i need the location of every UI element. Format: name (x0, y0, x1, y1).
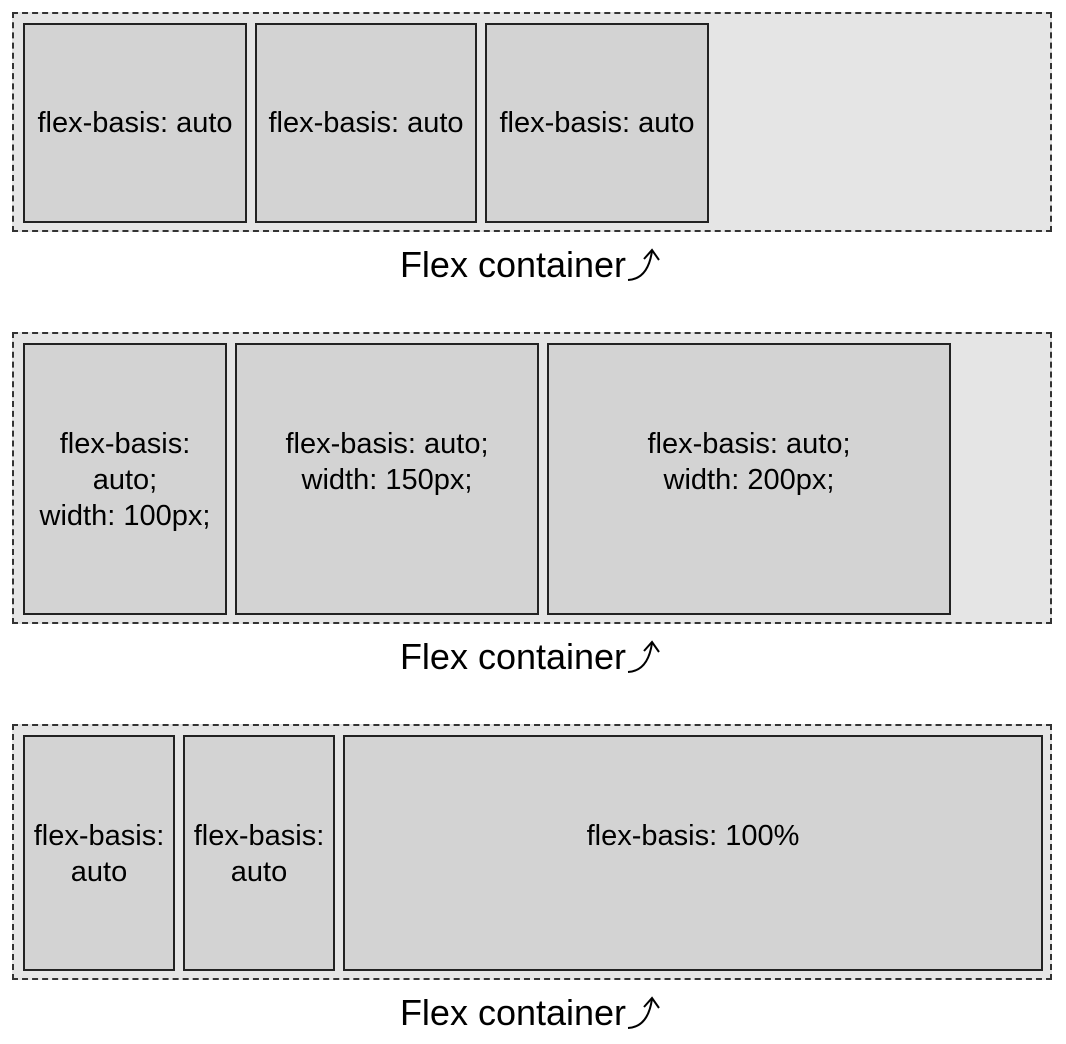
curved-arrow-icon (627, 640, 660, 673)
flex-item: flex-basis: auto (485, 23, 709, 223)
caption-label: Flex container (399, 992, 627, 1033)
caption-flex-container-1: Flex container (0, 245, 1066, 285)
caption-label: Flex container (399, 636, 627, 677)
caption-label: Flex container (399, 244, 627, 285)
flex-item: flex-basis: auto; width: 200px; (547, 343, 951, 615)
flex-container-1: flex-basis: auto flex-basis: auto flex-b… (12, 12, 1052, 232)
flex-item: flex-basis: auto (255, 23, 477, 223)
flex-item: flex-basis: auto (23, 735, 175, 971)
flex-item: flex-basis: 100% (343, 735, 1043, 971)
flex-item: flex-basis: auto (183, 735, 335, 971)
flex-container-3: flex-basis: auto flex-basis: auto flex-b… (12, 724, 1052, 980)
flex-item: flex-basis: auto; width: 150px; (235, 343, 539, 615)
curved-arrow-icon (627, 996, 660, 1029)
flex-item: flex-basis: auto (23, 23, 247, 223)
caption-flex-container-2: Flex container (0, 637, 1066, 677)
flex-item: flex-basis: auto; width: 100px; (23, 343, 227, 615)
flex-container-2: flex-basis: auto; width: 100px; flex-bas… (12, 332, 1052, 624)
caption-flex-container-3: Flex container (0, 993, 1066, 1033)
curved-arrow-icon (627, 248, 660, 281)
